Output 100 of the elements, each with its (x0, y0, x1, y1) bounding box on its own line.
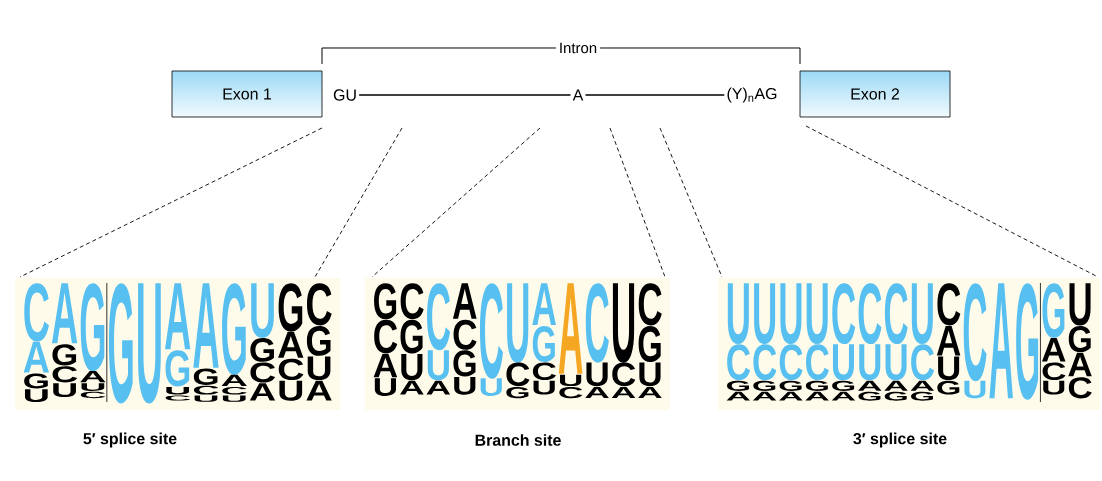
motif-letter: G (638, 325, 661, 362)
motif-letter: C (307, 283, 332, 326)
panel-caption: 3′ splice site (853, 432, 947, 448)
motif-letter: C (52, 366, 78, 383)
motif-letter: G (278, 283, 303, 332)
exon-box: Exon 1 (171, 70, 323, 118)
motif-letter: U (427, 350, 449, 381)
motif-letter: A (779, 391, 803, 401)
motif-letter: G (506, 386, 529, 399)
motif-letter: G (911, 391, 933, 401)
motif-letter: C (585, 283, 609, 363)
motif-panel (365, 278, 670, 410)
motif-letter: C (193, 385, 219, 395)
bracket-label: Intron (555, 39, 601, 57)
motif-letter: U (560, 374, 582, 387)
motif-letter: U (780, 283, 802, 345)
motif-letter: C (911, 344, 935, 381)
motif-letter: A (936, 325, 961, 356)
motif-letter: A (858, 380, 882, 391)
motif-letter: U (166, 386, 190, 395)
motif-letter: A (193, 283, 219, 368)
motif-letter: U (612, 283, 635, 363)
motif-letter: G (80, 283, 105, 372)
sequence-label: GU (333, 89, 356, 101)
motif-letter: C (278, 358, 304, 381)
motif-letter: C (427, 283, 451, 351)
motif-letter: A (1068, 352, 1092, 377)
motif-letter: A (638, 386, 662, 399)
motif-letter: U (25, 389, 48, 402)
motif-letter: A (51, 283, 78, 344)
motif-letter: C (1068, 377, 1092, 399)
motif-letter: C (559, 386, 583, 399)
motif-letter: A (726, 391, 751, 401)
sequence-label: A (572, 89, 584, 101)
motif-letter: U (251, 283, 274, 338)
motif-letter: A (805, 391, 829, 401)
motif-letter: A (221, 374, 247, 386)
motif-letter: G (108, 283, 133, 404)
motif-letter: U (222, 395, 246, 402)
motif-letter: C (806, 344, 829, 381)
motif-letter: G (52, 344, 77, 366)
motif-letter: U (194, 395, 218, 402)
connector-line (584, 94, 726, 96)
motif-letter: U (138, 283, 161, 404)
motif-letter: G (1068, 325, 1091, 353)
motif-letter: C (532, 362, 556, 381)
motif-letter: G (453, 350, 476, 377)
motif-letter: C (24, 283, 49, 342)
motif-letter: C (884, 283, 908, 345)
motif-letter: A (23, 341, 49, 373)
motif-letter: G (832, 380, 855, 391)
motif-letter: A (989, 283, 1013, 399)
motif-letter: G (727, 380, 749, 391)
motif-letter: A (884, 380, 908, 391)
motif-letter: G (1042, 283, 1065, 338)
motif-letter: A (752, 391, 777, 401)
motif-letter: G (250, 338, 274, 362)
motif-letter: U (938, 356, 960, 381)
motif-letter: U (279, 380, 303, 401)
motif-letter: U (533, 380, 555, 395)
motif-letter: C (858, 283, 882, 345)
motif-letter: C (832, 283, 856, 345)
motif-letter: U (401, 353, 423, 381)
motif-letter: A (249, 383, 276, 401)
motif-letter: A (532, 283, 556, 325)
motif-letter: A (831, 391, 856, 401)
motif-letter: A (373, 353, 398, 378)
motif-letter: G (779, 380, 802, 391)
connector-line (358, 94, 572, 96)
motif-letter: C (250, 362, 276, 383)
motif-letter: G (1016, 283, 1039, 400)
exon-box: Exon 2 (799, 70, 951, 118)
motif-letter: A (306, 380, 332, 401)
motif-letter: U (480, 378, 502, 396)
motif-letter: G (400, 319, 423, 354)
motif-letter: C (937, 283, 961, 326)
motif-letter: U (964, 380, 986, 399)
motif-letter: C (963, 283, 987, 382)
motif-letter: G (937, 380, 960, 395)
motif-letter: A (558, 283, 583, 374)
motif-letter: G (374, 283, 397, 320)
motif-letter: U (859, 344, 881, 381)
motif-letter: U (53, 383, 76, 398)
motif-letter: A (165, 283, 191, 350)
motif-letter: G (24, 373, 48, 389)
motif-letter: U (1043, 380, 1065, 395)
panel-caption: Branch site (475, 434, 561, 446)
motif-letter: G (193, 368, 218, 385)
motif-letter: U (307, 356, 331, 381)
motif-letter: G (884, 391, 907, 401)
motif-letter: U (639, 362, 661, 387)
motif-letter: U (507, 283, 529, 363)
motif-letter: A (611, 386, 636, 399)
motif-panel (718, 278, 1100, 410)
motif-letter: C (612, 362, 636, 387)
motif-letter: U (374, 378, 396, 396)
panel-caption: 5′ splice site (83, 432, 177, 448)
motif-letter: U (1069, 283, 1091, 326)
motif-letter: U (727, 283, 749, 345)
motif-letter: C (727, 344, 751, 381)
